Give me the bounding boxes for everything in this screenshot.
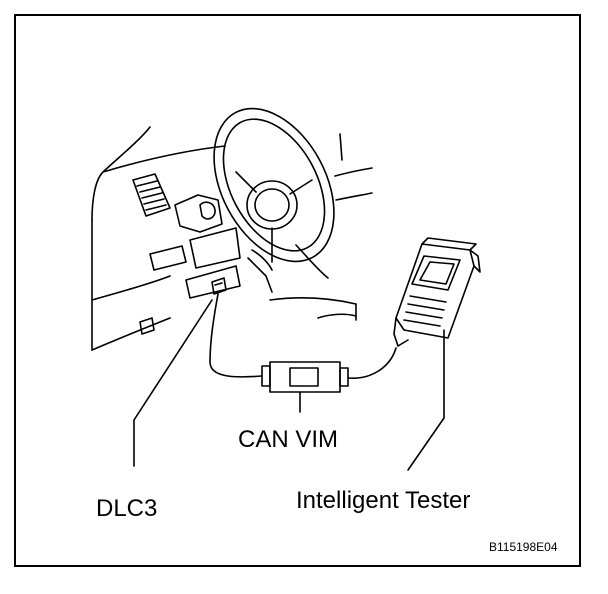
steering-wheel-icon (190, 88, 359, 292)
lower-dash-panel (140, 195, 240, 334)
can-vim-label: CAN VIM (238, 428, 338, 452)
scan-tool-icon (394, 238, 480, 346)
air-vent (133, 174, 170, 216)
tester-leader-line (408, 330, 444, 470)
vim-module-icon (262, 362, 348, 412)
dlc3-label: DLC3 (96, 497, 157, 521)
figure-code: B115198E04 (489, 541, 558, 553)
intelligent-tester-label: Intelligent Tester (296, 489, 470, 513)
tester-cable (348, 348, 396, 378)
dlc3-connector (210, 278, 262, 377)
dlc3-leader-line (134, 300, 212, 466)
